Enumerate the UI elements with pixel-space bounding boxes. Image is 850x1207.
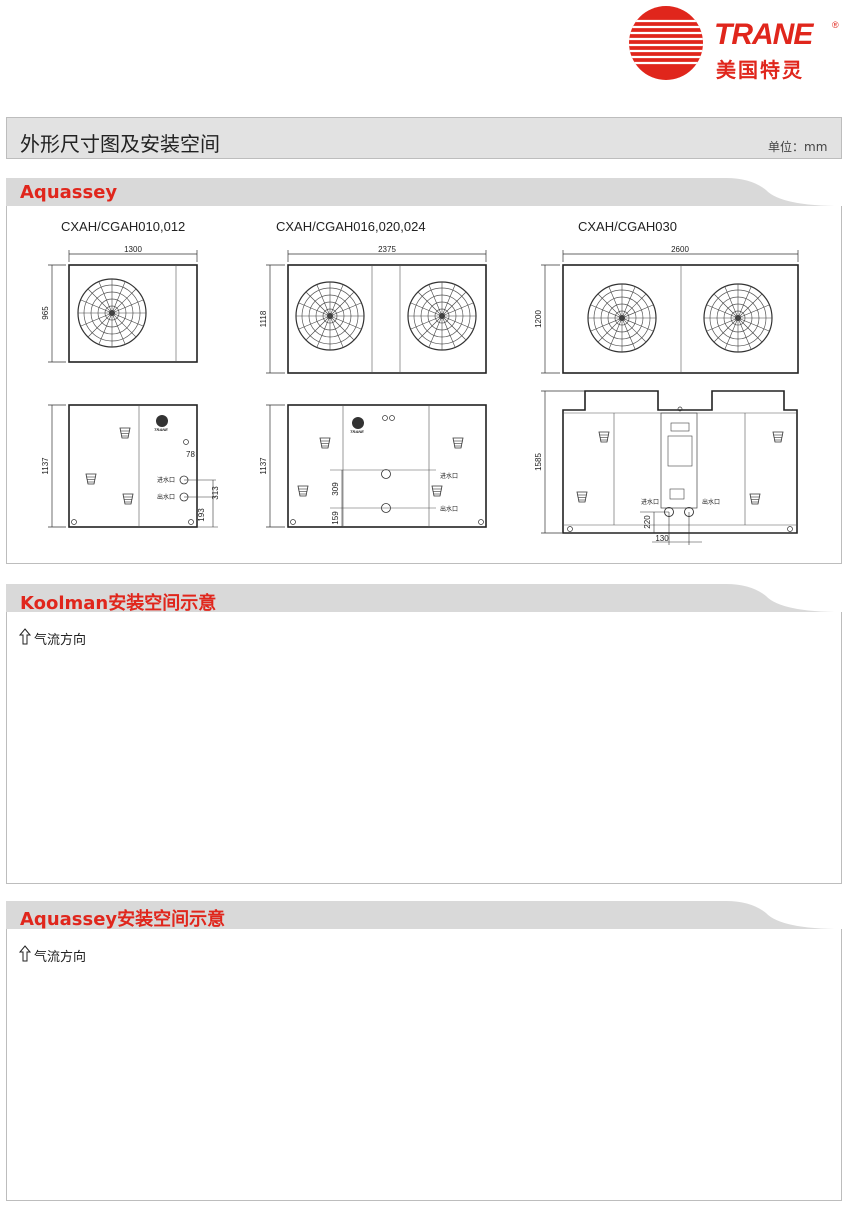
model1-front-view xyxy=(48,404,218,528)
airflow-arrow-icon xyxy=(18,628,32,645)
dim-m1-d2: 313 xyxy=(211,486,220,500)
trane-logo-icon xyxy=(629,6,703,80)
dim-m3-d2: 130 xyxy=(655,534,669,543)
section-label-aquassey: Aquassey xyxy=(20,182,118,203)
m2-water-in: 进水口 xyxy=(440,472,458,480)
model2-top-view xyxy=(266,250,487,374)
dim-m3-height: 1585 xyxy=(534,453,543,471)
aquassey-space-panel xyxy=(6,929,842,1201)
model-label-2: CXAH/CGAH016,020,024 xyxy=(276,219,426,234)
m2-water-out: 出水口 xyxy=(440,505,458,513)
dim-m2-d2: 159 xyxy=(331,511,340,525)
section-label-koolman: Koolman安装空间示意 xyxy=(20,593,217,614)
m1-logo-text: TRANE xyxy=(154,427,168,432)
m1-water-out: 出水口 xyxy=(157,493,175,501)
model3-top-view xyxy=(541,250,799,374)
dim-m2-width: 2375 xyxy=(378,245,396,254)
koolman-airflow-label: 气流方向 xyxy=(34,633,87,648)
m1-water-in: 进水口 xyxy=(157,476,175,484)
page-title: 外形尺寸图及安装空间 xyxy=(20,132,220,156)
unit-label: 单位：mm xyxy=(768,140,828,154)
section-tab-aquassey-space xyxy=(6,901,842,931)
model2-front-view xyxy=(266,404,487,528)
dim-m3-depth: 1200 xyxy=(534,310,543,328)
brand-name-cn: 美国特灵 xyxy=(716,58,804,82)
section-tab-koolman xyxy=(6,584,842,614)
model-label-3: CXAH/CGAH030 xyxy=(578,219,677,234)
dim-m3-width: 2600 xyxy=(671,245,689,254)
brand-name: TRANE xyxy=(714,18,813,51)
registered-mark: ® xyxy=(832,20,839,30)
dim-m2-height: 1137 xyxy=(259,457,268,475)
model3-front-view xyxy=(541,390,798,545)
dim-m1-height: 1137 xyxy=(41,457,50,475)
dim-m2-depth: 1118 xyxy=(259,310,268,327)
model1-top-view xyxy=(48,250,198,363)
m3-water-in: 进水口 xyxy=(641,498,659,506)
dim-m1-width: 1300 xyxy=(124,245,142,254)
dim-m2-d1: 309 xyxy=(331,482,340,496)
dim-m1-d1: 78 xyxy=(186,450,195,459)
aquassey-space-airflow-label: 气流方向 xyxy=(34,950,87,965)
dim-m1-depth: 965 xyxy=(41,306,50,320)
m2-logo-text: TRANE xyxy=(350,429,364,434)
page-title-bar xyxy=(6,117,842,159)
section-tab-aquassey xyxy=(6,178,842,208)
airflow-arrow-icon-2 xyxy=(18,945,32,962)
dim-m3-d1: 220 xyxy=(643,515,652,529)
section-label-aquassey-space: Aquassey安装空间示意 xyxy=(20,909,226,930)
dim-m1-d3: 193 xyxy=(197,508,206,522)
m3-water-out: 出水口 xyxy=(702,498,720,506)
koolman-panel xyxy=(6,612,842,884)
model-label-1: CXAH/CGAH010,012 xyxy=(61,219,186,234)
